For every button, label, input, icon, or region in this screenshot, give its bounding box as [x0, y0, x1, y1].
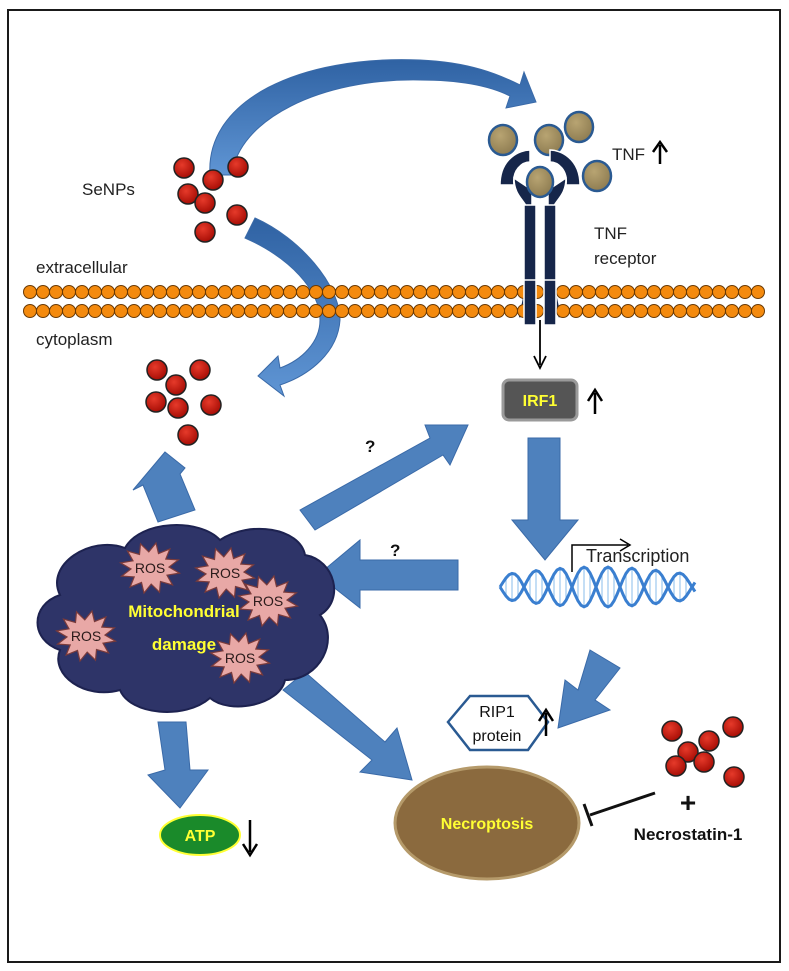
- ros-burst-3: ROS: [236, 574, 300, 628]
- mito-label-line2: damage: [152, 635, 216, 654]
- atp-ellipse: [159, 814, 241, 856]
- arrow-irf1-to-transcription: [510, 437, 580, 561]
- plus-sign: +: [680, 787, 696, 818]
- tnf-balls: [487, 110, 613, 193]
- ros-burst-4: ROS: [54, 609, 118, 663]
- cytoplasm-label: cytoplasm: [36, 330, 113, 349]
- tnf-receptor-transmembrane: [523, 279, 557, 326]
- necroptosis-label: Necroptosis: [441, 816, 534, 833]
- ros-label-1: ROS: [135, 560, 165, 576]
- senps-cluster-cytoplasm: [145, 359, 222, 446]
- arrow-mito-to-atp: [147, 721, 209, 809]
- atp-down-arrow-icon: [241, 820, 259, 858]
- necroptosis-ellipse: [393, 765, 581, 881]
- senps-cluster-necrostatin: [661, 716, 745, 788]
- ros-label-4: ROS: [71, 628, 101, 644]
- ros-burst-2: ROS: [193, 546, 257, 600]
- question-mark-upper: ?: [365, 437, 375, 456]
- senps-cluster-top: [173, 156, 249, 243]
- irf1-box: IRF1: [501, 378, 579, 422]
- arrow-to-irf1: [299, 424, 469, 531]
- tnf-receptor-label-line2: receptor: [594, 249, 657, 268]
- rip1-label-line2: protein: [473, 728, 522, 745]
- rip1-protein-box: [446, 694, 550, 752]
- rip1-label-line1: RIP1: [479, 704, 515, 721]
- signal-arrow-to-irf1: [533, 320, 547, 371]
- transcription-label: Transcription: [586, 546, 689, 566]
- irf1-up-arrow-icon: [586, 387, 604, 414]
- atp-label: ATP: [185, 828, 216, 845]
- transcription-arrow-icon: [571, 538, 632, 572]
- arrow-to-mito-from-dna: [317, 538, 459, 610]
- ros-label-3: ROS: [253, 593, 283, 609]
- senps-label: SeNPs: [82, 180, 135, 199]
- question-mark-lower: ?: [390, 541, 400, 560]
- arrow-to-necroptosis-from-dna: [557, 649, 621, 729]
- inhibition-line-icon: [582, 791, 656, 827]
- ros-label-5: ROS: [225, 650, 255, 666]
- curved-arrow-to-cytoplasm: [244, 217, 341, 398]
- ros-burst-1: ROS: [118, 541, 182, 595]
- arrow-mito-to-necroptosis: [282, 671, 413, 781]
- ros-bursts: ROSROSROSROSROSROS: [54, 541, 300, 685]
- tnf-up-arrow-icon: [651, 139, 669, 164]
- curved-arrow-to-tnf: [209, 59, 537, 176]
- ros-burst-5: ROS: [208, 631, 272, 685]
- block-arrows: [132, 424, 621, 809]
- extracellular-label: extracellular: [36, 258, 128, 277]
- ros-label-2: ROS: [210, 565, 240, 581]
- dna-helix-icon: [498, 565, 697, 609]
- tnf-label: TNF: [612, 145, 645, 164]
- necrostatin-label: Necrostatin-1: [634, 825, 743, 844]
- tnf-receptor-label-line1: TNF: [594, 224, 627, 243]
- arrow-to-mitochondria: [132, 451, 196, 523]
- irf1-label: IRF1: [523, 393, 558, 410]
- mito-label-line1: Mitochondrial: [128, 602, 239, 621]
- rip1-up-arrow-icon: [537, 707, 555, 736]
